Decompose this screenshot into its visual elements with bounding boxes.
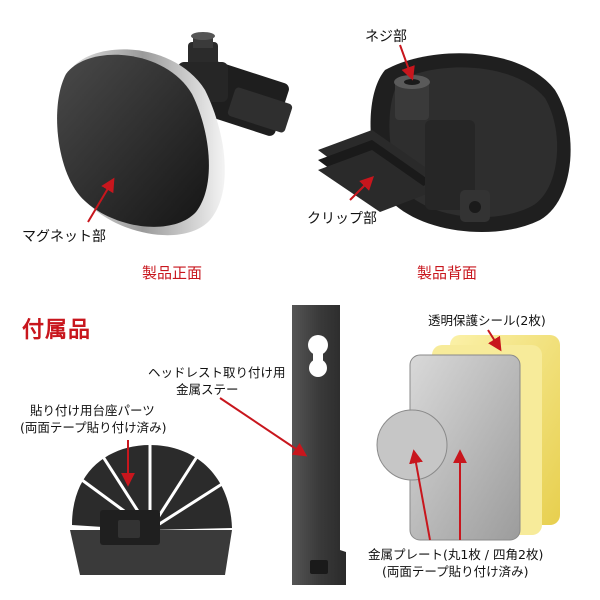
annotation-arrows [87,44,502,541]
base-part-image [70,445,232,575]
back-product-image [318,53,571,233]
front-product-image [57,32,293,236]
screw-label: ネジ部 [365,29,407,45]
front-caption: 製品正面 [142,264,203,282]
plates-and-seals-image [376,335,560,541]
accessories-heading: 付属品 [22,318,92,343]
stay-label-line2: 金属ステー [176,382,239,397]
stay-label-line1: ヘッドレスト取り付け用 [148,365,286,380]
base-label-line1: 貼り付け用台座パーツ [30,403,155,418]
clip-label: クリップ部 [307,211,377,227]
back-caption: 製品背面 [417,264,478,282]
seal-label: 透明保護シール(2枚) [428,313,546,328]
plate-label-line2: (両面テープ貼り付け済み) [382,564,529,579]
plate-label-line1: 金属プレート(丸1枚 / 四角2枚) [368,547,544,562]
magnet-label: マグネット部 [22,229,106,245]
base-label-line2: (両面テープ貼り付け済み) [20,420,167,435]
metal-stay-image [292,305,346,585]
